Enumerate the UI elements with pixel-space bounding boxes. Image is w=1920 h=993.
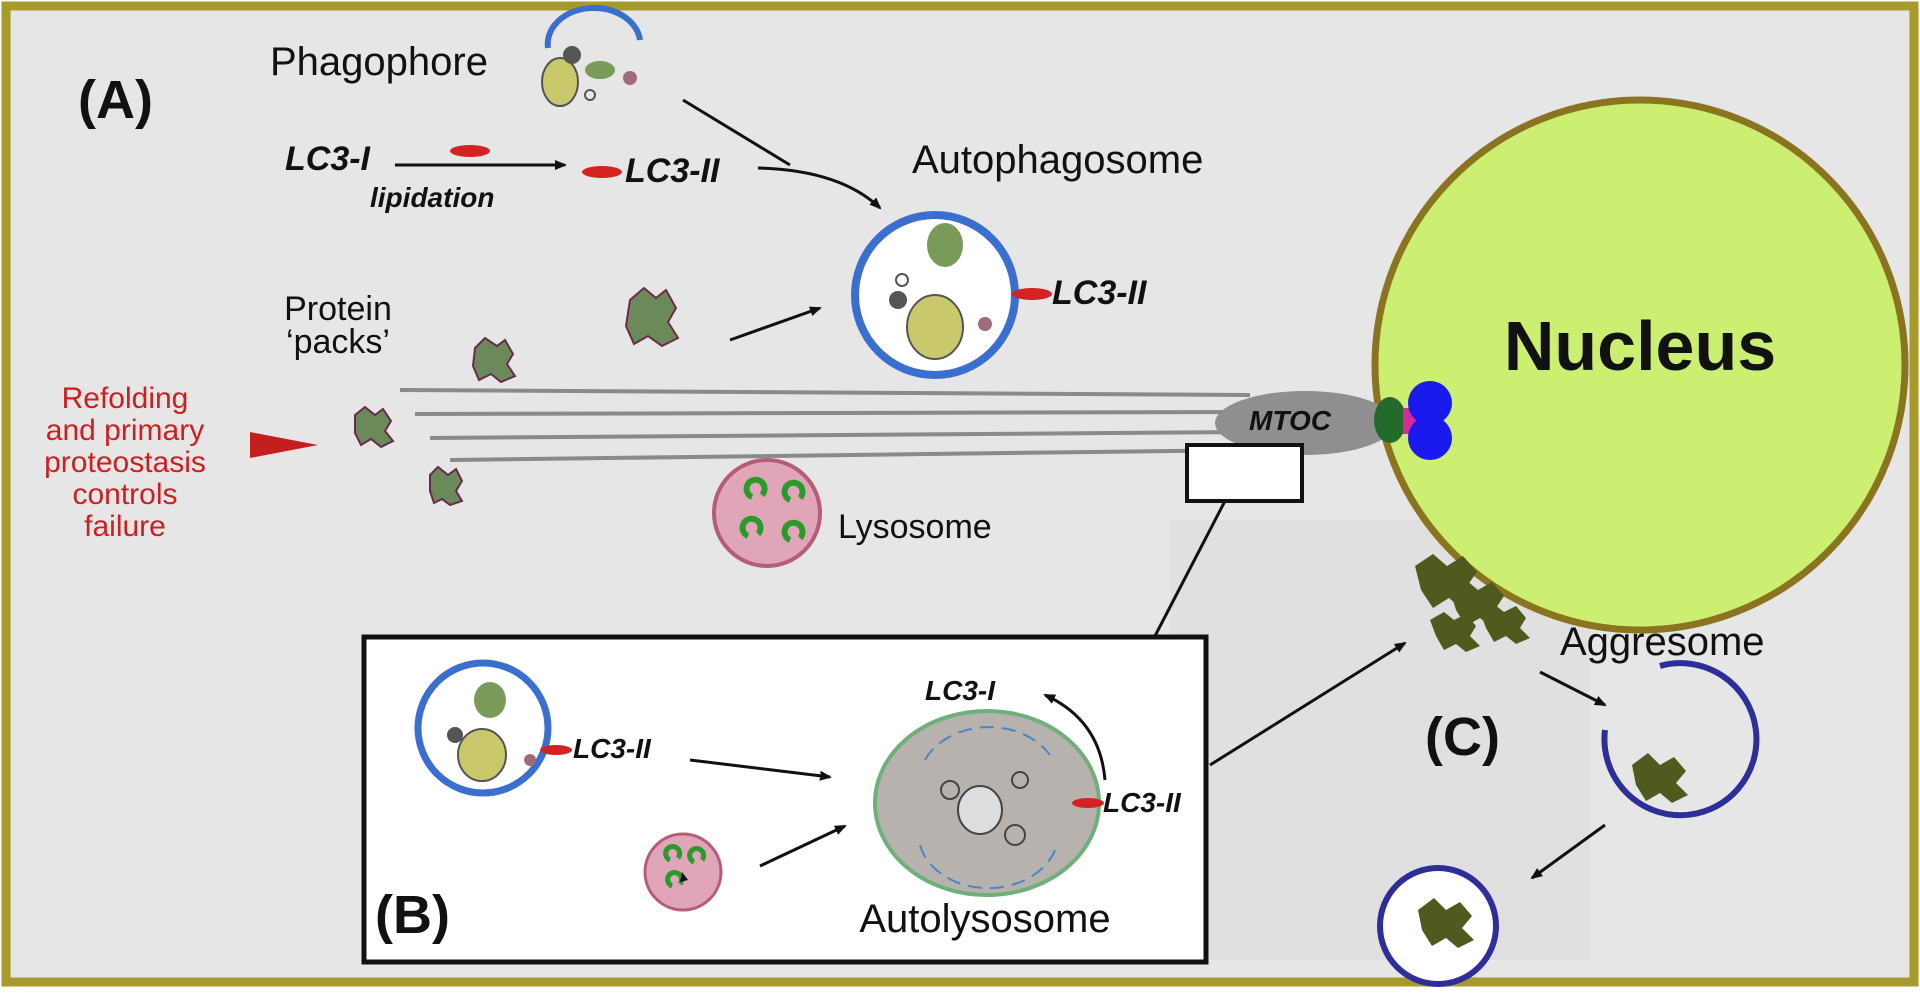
failure-line-2: and primary <box>46 414 204 447</box>
failure-triangle <box>250 432 318 458</box>
microtubules <box>399 388 1251 462</box>
zoom-connector <box>1153 500 1227 637</box>
aggresome-arrow <box>1539 670 1607 707</box>
failure-line-1: Refolding <box>62 382 189 415</box>
autophagosome-lc3-marker <box>1012 288 1052 300</box>
aggresome-label: Aggresome <box>1560 620 1765 664</box>
zoom-box <box>1185 443 1304 503</box>
protein-aggregates <box>354 286 680 507</box>
lysosome <box>712 458 822 568</box>
lc3-ii-arrow <box>757 166 882 210</box>
inset-lc3-i: LC3-I <box>925 675 996 706</box>
autophagosome-lc3-ii-label: LC3-II <box>1052 274 1148 312</box>
captured-aggregate <box>1632 753 1688 803</box>
capture-arrow <box>1530 823 1606 880</box>
panel-label-a: (A) <box>78 70 153 130</box>
centriole-green <box>1374 397 1406 443</box>
inset-autophagosome <box>414 659 552 797</box>
inset-lc3-ii-right: LC3-II <box>1103 787 1182 818</box>
nucleus <box>1371 96 1909 634</box>
capture-membrane <box>1601 660 1760 819</box>
inset-lc3-ii-left: LC3-II <box>573 733 652 764</box>
failure-line-4: controls <box>72 478 177 511</box>
lipidation-label: lipidation <box>370 182 494 213</box>
inset-arrow-top <box>689 758 832 781</box>
mtoc <box>1215 391 1395 455</box>
autolysosome-label: Autolysosome <box>859 897 1110 941</box>
engulfed-aggregate <box>1418 898 1474 948</box>
mtoc-label: MTOC <box>1249 405 1332 436</box>
autophagosome-label: Autophagosome <box>912 138 1203 182</box>
autophagosome <box>851 211 1019 379</box>
lc3-ii-marker <box>582 166 622 178</box>
protein-packs-label-line2: ‘packs’ <box>286 323 390 361</box>
panel-label-b: (B) <box>375 885 450 945</box>
inset-to-aggresome-arrow <box>1209 641 1407 767</box>
nucleus-label: Nucleus <box>1504 307 1776 385</box>
protein-packs-label-line1: Protein <box>284 290 392 328</box>
lysosome-label: Lysosome <box>838 508 992 546</box>
inset-arrow-bottom <box>759 824 847 868</box>
panel-label-c: (C) <box>1425 707 1500 767</box>
lc3-i-marker <box>450 145 490 157</box>
failure-line-3: proteostasis <box>44 446 206 479</box>
centriole-blue-top <box>1408 381 1452 425</box>
inset-lc3-ii-marker-left <box>540 745 572 755</box>
inset-lc3-ii-marker-right <box>1072 798 1104 808</box>
centriole-blue-bottom <box>1408 416 1452 460</box>
phagophore-arrow <box>682 98 791 167</box>
aggresome-cluster <box>1415 554 1530 652</box>
recycle-arrow <box>1043 693 1107 781</box>
autolysosome <box>873 709 1101 897</box>
packs-arrow <box>729 306 822 342</box>
phagophore <box>541 5 643 107</box>
failure-line-5: failure <box>84 510 166 543</box>
failure-note: Refolding and primary proteostasis contr… <box>44 382 206 543</box>
lc3-i-label: LC3-I <box>285 140 372 178</box>
phagophore-label: Phagophore <box>270 40 488 84</box>
inset-lysosome <box>643 832 723 912</box>
lc3-ii-label: LC3-II <box>625 152 721 190</box>
